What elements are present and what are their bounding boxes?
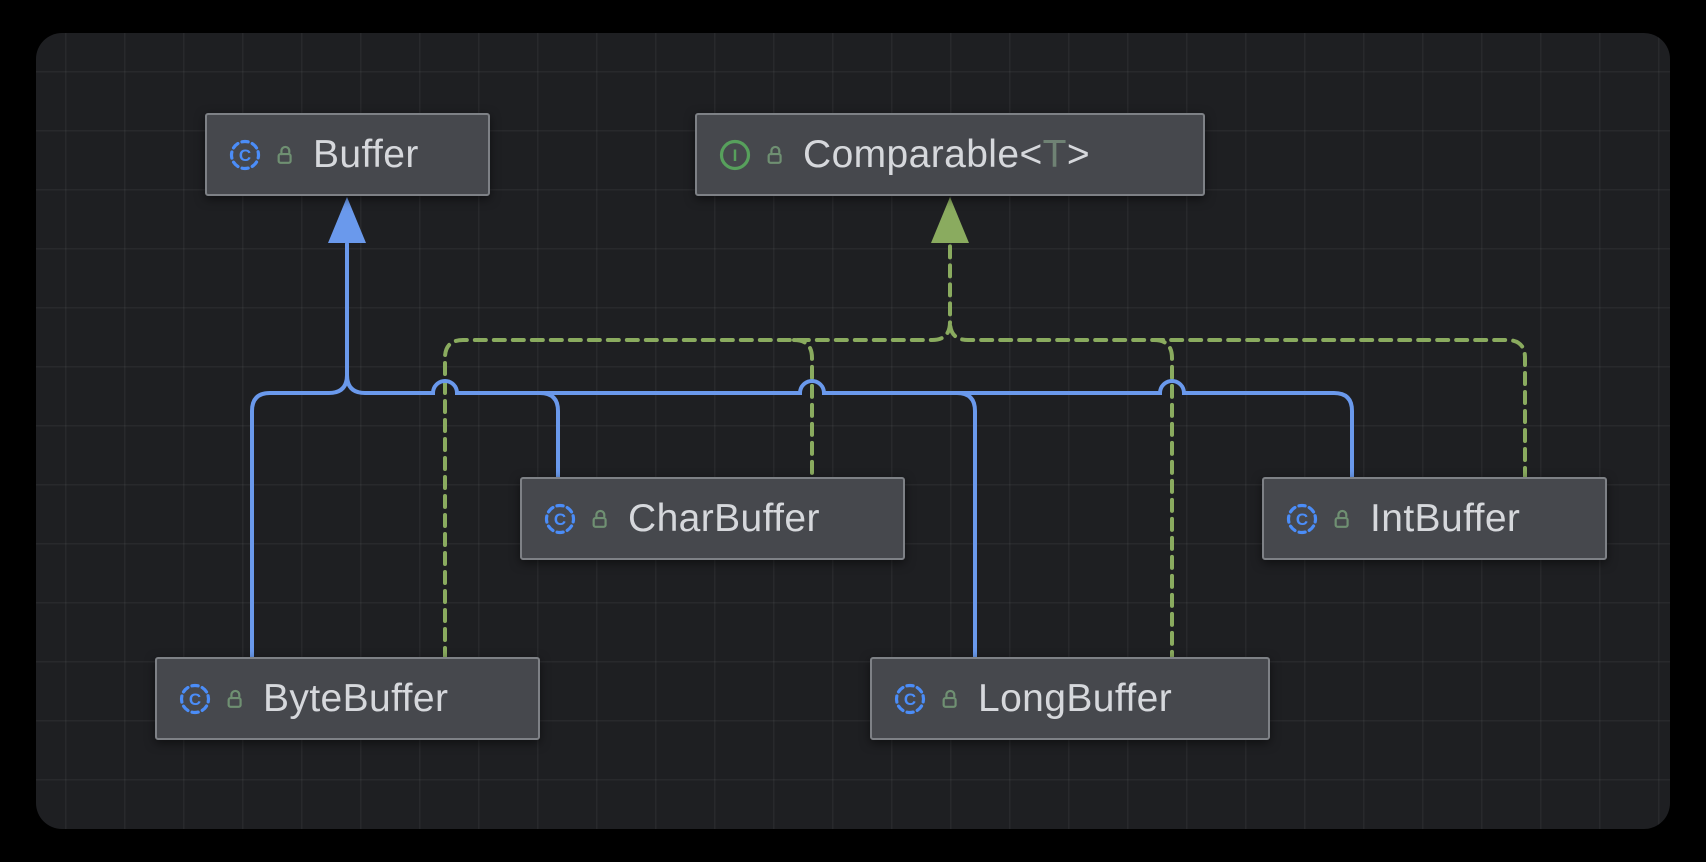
svg-text:I: I xyxy=(733,146,738,165)
unlocked-icon xyxy=(1332,508,1354,530)
node-label: Comparable<T> xyxy=(803,133,1090,177)
svg-text:C: C xyxy=(239,146,251,165)
unlocked-icon xyxy=(940,688,962,710)
class-icon: C xyxy=(1284,501,1320,537)
node-label: LongBuffer xyxy=(978,676,1173,720)
node-label: CharBuffer xyxy=(628,496,820,540)
svg-text:C: C xyxy=(1296,510,1308,529)
type-parameter: T xyxy=(1042,132,1067,176)
generic-open-bracket: < xyxy=(1019,132,1043,176)
class-icon: C xyxy=(177,681,213,717)
unlocked-icon xyxy=(765,144,787,166)
class-icon: C xyxy=(227,137,263,173)
node-label: ByteBuffer xyxy=(263,676,449,720)
node-label: IntBuffer xyxy=(1370,496,1521,540)
node-bytebuffer[interactable]: C ByteBuffer xyxy=(155,657,540,740)
unlocked-icon xyxy=(590,508,612,530)
svg-text:C: C xyxy=(904,690,916,709)
class-icon: C xyxy=(542,501,578,537)
node-comparable[interactable]: I Comparable<T> xyxy=(695,113,1205,196)
comparable-name: Comparable xyxy=(803,132,1020,176)
node-charbuffer[interactable]: C CharBuffer xyxy=(520,477,905,560)
node-label: Buffer xyxy=(313,132,419,176)
unlocked-icon xyxy=(275,144,297,166)
node-intbuffer[interactable]: C IntBuffer xyxy=(1262,477,1607,560)
node-longbuffer[interactable]: C LongBuffer xyxy=(870,657,1270,740)
generic-close-bracket: > xyxy=(1066,132,1091,176)
class-icon: C xyxy=(892,681,928,717)
unlocked-icon xyxy=(225,688,247,710)
svg-text:C: C xyxy=(554,510,566,529)
node-buffer[interactable]: C Buffer xyxy=(205,113,490,196)
svg-text:C: C xyxy=(189,690,201,709)
interface-icon: I xyxy=(717,137,753,173)
